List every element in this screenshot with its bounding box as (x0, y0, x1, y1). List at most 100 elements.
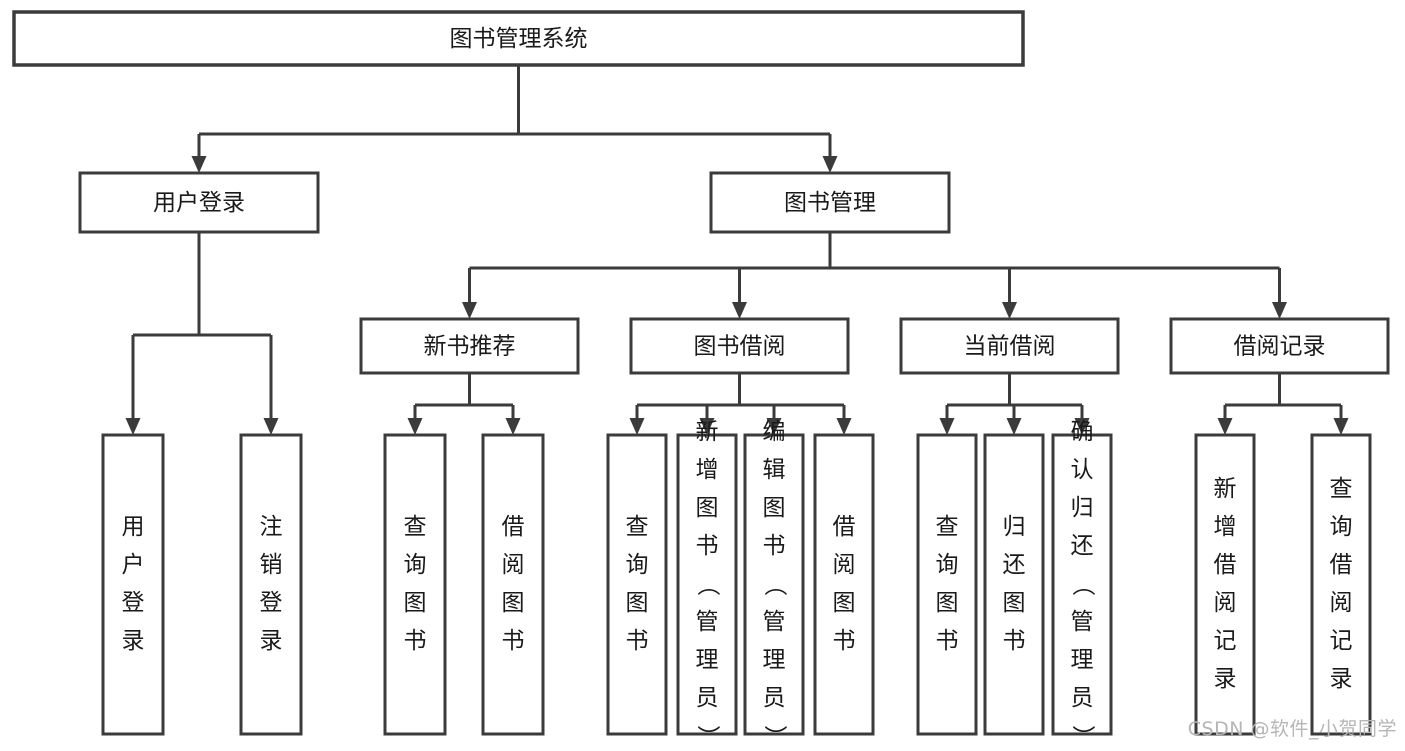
node-label: 借阅记录 (1234, 334, 1326, 360)
node-new-book-recommend[interactable]: 新书推荐 (359, 317, 580, 375)
connector-arrow-icon (629, 418, 645, 435)
connector-group-book-borrow (629, 373, 852, 435)
svg-text:图: 图 (404, 590, 427, 616)
svg-text:管: 管 (1071, 609, 1094, 635)
node-current-borrow[interactable]: 当前借阅 (899, 317, 1120, 375)
svg-text:录: 录 (1214, 666, 1237, 692)
svg-text:员: 员 (763, 685, 786, 711)
node-box (1051, 433, 1113, 736)
svg-text:书: 书 (1003, 628, 1026, 654)
connector-arrow-icon (1074, 418, 1090, 435)
svg-text:录: 录 (260, 628, 283, 654)
node-box (709, 171, 951, 234)
connector-group-borrow-record (1217, 373, 1349, 435)
svg-text:注: 注 (260, 514, 283, 540)
node-leaf-user-login[interactable]: 用户登录 (101, 433, 165, 736)
node-label: 用户登录 (153, 190, 245, 216)
svg-text:管: 管 (763, 609, 786, 635)
connector-arrow-icon (125, 418, 141, 435)
node-box (1169, 317, 1390, 375)
svg-text:辑: 辑 (763, 457, 786, 483)
connector-arrow-icon (1217, 418, 1233, 435)
svg-text:查: 查 (1330, 476, 1353, 502)
svg-text:户: 户 (122, 552, 145, 578)
svg-text:）: ） (1070, 725, 1096, 747)
watermark: CSDN @软件_小贺同学 (1187, 718, 1397, 740)
connector-group-current-borrow (939, 373, 1090, 435)
connector-arrow-icon (191, 156, 207, 173)
svg-text:）: ） (762, 725, 788, 747)
node-box (78, 171, 320, 234)
svg-text:书: 书 (404, 628, 427, 654)
node-box (1310, 433, 1372, 736)
node-box (676, 433, 738, 736)
svg-text:理: 理 (763, 647, 786, 673)
connector-group-root (191, 65, 838, 173)
svg-text:借: 借 (1214, 552, 1237, 578)
svg-text:归: 归 (1071, 495, 1094, 521)
node-user-login[interactable]: 用户登录 (78, 171, 320, 234)
connector-arrow-icon (836, 418, 852, 435)
node-box (383, 433, 447, 736)
connector-arrow-icon (822, 156, 838, 173)
svg-text:书: 书 (936, 628, 959, 654)
connector-group-new-book-recommend (407, 373, 521, 435)
svg-text:销: 销 (260, 552, 283, 578)
node-label: 用户登录 (122, 514, 145, 654)
svg-text:询: 询 (1330, 514, 1353, 540)
svg-text:图: 图 (833, 590, 856, 616)
svg-text:认: 认 (1071, 457, 1094, 483)
node-book-manage[interactable]: 图书管理 (709, 171, 951, 234)
connector-layer (125, 65, 1349, 435)
node-box (629, 317, 850, 375)
svg-text:员: 员 (1071, 685, 1094, 711)
svg-text:询: 询 (936, 552, 959, 578)
svg-text:阅: 阅 (502, 552, 525, 578)
node-borrow-record[interactable]: 借阅记录 (1169, 317, 1390, 375)
connector-arrow-icon (462, 302, 477, 319)
connector-arrow-icon (1333, 418, 1349, 435)
svg-text:图: 图 (696, 495, 719, 521)
svg-text:员: 员 (696, 685, 719, 711)
node-label: 新书推荐 (424, 334, 516, 360)
node-box (916, 433, 978, 736)
svg-text:登: 登 (260, 590, 283, 616)
svg-text:询: 询 (404, 552, 427, 578)
node-box (359, 317, 580, 375)
node-root[interactable]: 图书管理系统 (12, 10, 1025, 67)
svg-text:登: 登 (122, 590, 145, 616)
connector-arrow-icon (1272, 302, 1287, 319)
node-layer: 图书管理系统用户登录图书管理新书推荐图书借阅当前借阅借阅记录用户登录注销登录查询… (12, 10, 1390, 748)
node-book-borrow[interactable]: 图书借阅 (629, 317, 850, 375)
svg-text:书: 书 (833, 628, 856, 654)
svg-text:（: （ (762, 573, 788, 596)
svg-text:还: 还 (1003, 552, 1026, 578)
node-box (1194, 433, 1256, 736)
connector-arrow-icon (1006, 418, 1022, 435)
connector-arrow-icon (1002, 302, 1017, 319)
svg-text:还: 还 (1071, 533, 1094, 559)
connector-arrow-icon (939, 418, 955, 435)
svg-text:查: 查 (626, 514, 649, 540)
